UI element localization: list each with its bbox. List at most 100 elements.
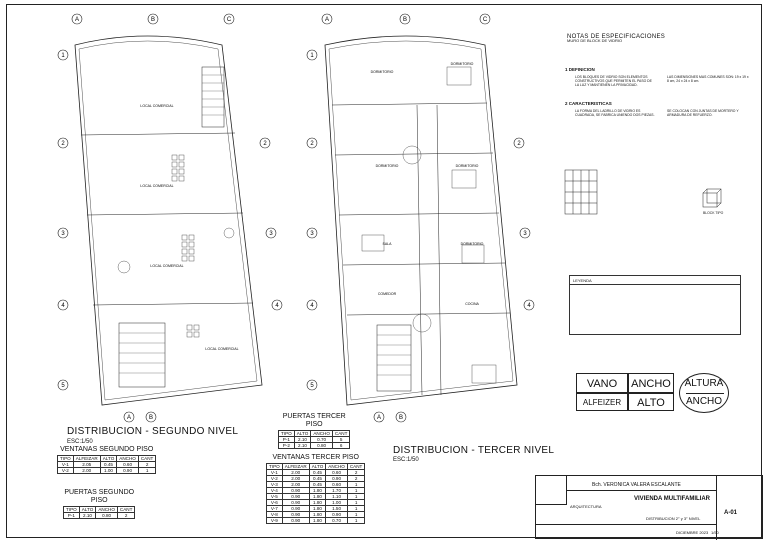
tag-altura-ancho: ALTURA ANCHO [679,373,729,413]
table-header: ANCHO [325,463,348,470]
room-label: DORMITORIO [456,164,479,168]
floor-plans: A B C A B C A B A B 1 2 3 4 5 1 2 3 4 5 … [57,13,722,423]
axis-label-a: A [75,17,79,23]
room-label: DORMITORIO [451,62,474,66]
spec-notes: NOTAS DE ESPECIFICACIONES MURO DE BLOCK … [567,34,757,51]
axis-label-3: 3 [269,231,273,237]
sheet-number: A-01 [724,510,738,516]
axis-label-4: 4 [310,303,314,309]
tag-ancho-2: ANCHO [685,396,723,407]
specialty: ARQUITECTURA [570,504,602,509]
table-cell: 2.00 [72,467,101,474]
author-name: Bch. VERONICA VALERA ESCALANTE [592,482,681,488]
axis-label-4: 4 [275,303,279,309]
table-header: ALFEIZAR [72,455,101,462]
tag-vano: VANO [576,373,628,393]
right-stair [376,324,412,392]
title-block: Bch. VERONICA VALERA ESCALANTE VIVIENDA … [535,475,763,540]
axis-label-a: A [127,415,131,421]
table-header: ANCHO [310,430,333,437]
axis-label-2: 2 [517,141,521,147]
notes-paragraph: SE COLOCAN CON JUNTAS DE MORTERO Y ARMAD… [667,109,739,118]
left-stair-upper [201,66,225,128]
table-cell: 0.80 [95,512,118,519]
notes-paragraph: LAS DIMENSIONES MAS COMUNES SON: 19 x 19… [667,75,749,84]
table-cell: 1.00 [99,467,118,474]
left-plan-scale: ESC:1/50 [67,439,93,445]
table-cell: 0.70 [325,517,348,524]
notes-paragraph: LA FORMA DEL LADRILLO DE VIDRIO ES CUADR… [575,109,655,118]
table-cell: 0.90 [281,517,310,524]
room-label: DORMITORIO [461,242,484,246]
axis-label-2: 2 [310,141,314,147]
right-plan-outline [324,35,518,406]
room-label: DORMITORIO [371,70,394,74]
table-header: TIPO [57,455,74,462]
axis-label-4: 4 [61,303,65,309]
sheet-description: DISTRIBUCION 2° y 3° NIVEL [646,516,701,521]
left-plan-outline [74,35,263,406]
room-label: LOCAL COMERCIAL [205,347,238,351]
table-caption: PUERTAS TERCER PISO [282,413,346,428]
right-plan-scale: ESC:1/50 [393,457,419,463]
table-caption: VENTANAS SEGUNDO PISO [60,446,154,453]
axis-label-c: C [227,17,232,23]
table-header: CANT [346,463,366,470]
table-cell: V-2 [57,467,74,474]
table-caption: VENTANAS TERCER PISO [272,454,359,461]
axis-label-a: A [325,17,329,23]
notes-subtitle: MURO DE BLOCK DE VIDRIO [567,38,623,44]
axis-label-4: 4 [527,303,531,309]
table-cell: 1.80 [308,517,327,524]
table-header: CANT [116,506,136,513]
table-header: ANCHO [116,455,139,462]
axis-label-2: 2 [61,141,65,147]
room-label: LOCAL COMERCIAL [150,264,183,268]
block-label: BLOCK TIPO [703,211,724,215]
tag-alfeizer: ALFEIZER [576,393,628,411]
table-caption: PUERTAS SEGUNDO PISO [64,489,135,504]
table-cell: 2.10 [78,512,97,519]
tag-ancho: ANCHO [628,373,674,393]
table-cell: 0.80 [310,442,333,449]
table-header: TIPO [266,463,283,470]
table-header: TIPO [63,506,80,513]
axis-label-a: A [377,415,381,421]
table-cell: 6 [331,442,351,449]
notes-title: NOTAS DE ESPECIFICACIONES [567,34,666,40]
table-cell: 2 [116,512,136,519]
room-label: COCINA [465,302,479,306]
axis-label-5: 5 [310,383,314,389]
table-header: CANT [331,430,351,437]
axis-label-1: 1 [310,53,314,59]
axis-label-c: C [483,17,488,23]
scale: 1/50 [711,530,719,535]
axis-label-b: B [403,17,407,23]
table-cell: 0.90 [116,467,139,474]
table-cell: 2.10 [293,442,312,449]
axis-label-1: 1 [61,53,65,59]
left-stair-lower [118,322,166,388]
legend-box: LEYENDA [569,275,741,335]
axis-label-5: 5 [61,383,65,389]
logo-placeholder [536,476,567,505]
room-label: LOCAL COMERCIAL [140,104,173,108]
axis-label-3: 3 [61,231,65,237]
axis-label-b: B [399,415,403,421]
notes-section-2: 2 CARACTERISTICAS [565,101,612,106]
table-cell: P-2 [278,442,295,449]
axis-label-3: 3 [310,231,314,237]
